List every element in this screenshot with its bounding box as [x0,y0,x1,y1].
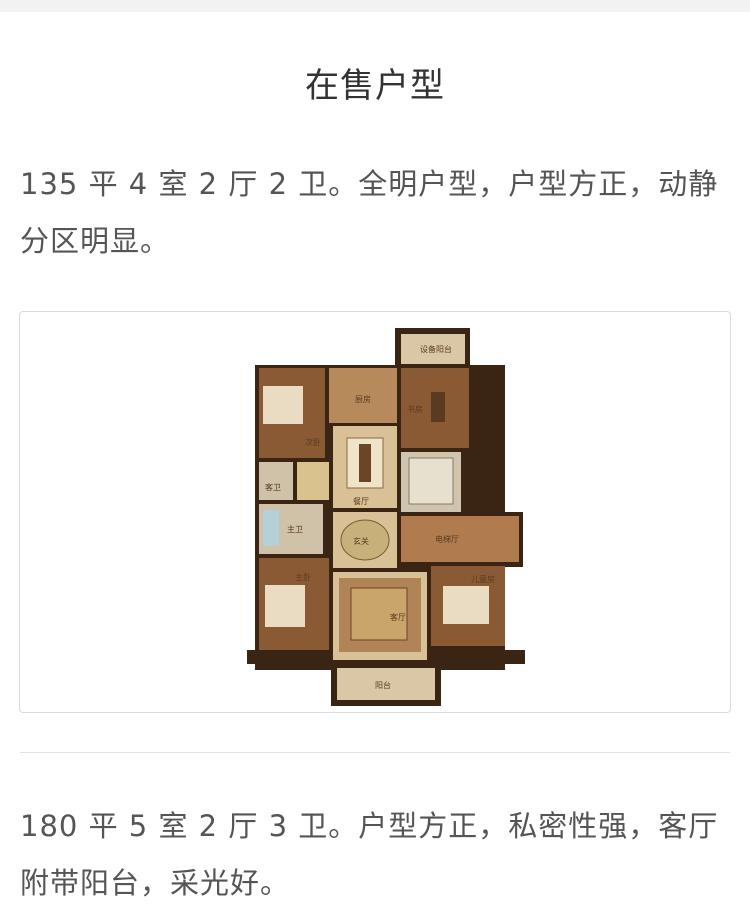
elevator-hall-room [401,516,519,562]
elevator-hall-label: 电梯厅 [435,534,459,544]
kids-bed-icon [443,586,489,624]
bathtub-icon [263,510,279,546]
balcony-label: 阳台 [375,680,391,690]
guest-bath-label: 客卫 [265,482,281,492]
guest-bath-room [259,462,293,500]
dining-table-icon [359,444,371,482]
balcony-room [337,668,435,700]
second-bedroom-label: 次卧 [305,437,321,447]
master-bath-label: 主卫 [287,524,303,534]
living-label: 客厅 [390,612,406,622]
kids-room-label: 儿童房 [471,574,495,584]
floorplan-2-description: 180 平 5 室 2 厅 3 卫。户型方正，私密性强，客厅附带阳台，采光好。 [20,809,719,900]
equip-balcony-label: 设备阳台 [420,344,452,354]
foyer-label: 玄关 [353,536,369,546]
study-label: 书房 [407,404,423,414]
kitchen-room [329,368,397,423]
kitchen-label: 厨房 [355,394,371,404]
section-divider [20,752,730,753]
equip-balcony-room [401,334,465,364]
rug-icon [350,587,408,641]
master-bed-icon [265,585,305,627]
master-bedroom-label: 主卧 [295,572,311,582]
dining-label: 餐厅 [353,497,369,506]
floorplan-drawing: 设备阳台 次卧 厨房 书房 餐厅 客卫 电梯厅 主卫 玄关 [247,328,525,706]
bed-icon [263,386,303,424]
floorplan-1-description: 135 平 4 室 2 厅 2 卫。全明户型，户型方正，动静分区明显。 [20,167,719,258]
top-bar [0,0,750,12]
floorplan-1-image[interactable]: 设备阳台 次卧 厨房 书房 餐厅 客卫 电梯厅 主卫 玄关 [19,311,731,713]
page-title: 在售户型 [305,66,445,106]
